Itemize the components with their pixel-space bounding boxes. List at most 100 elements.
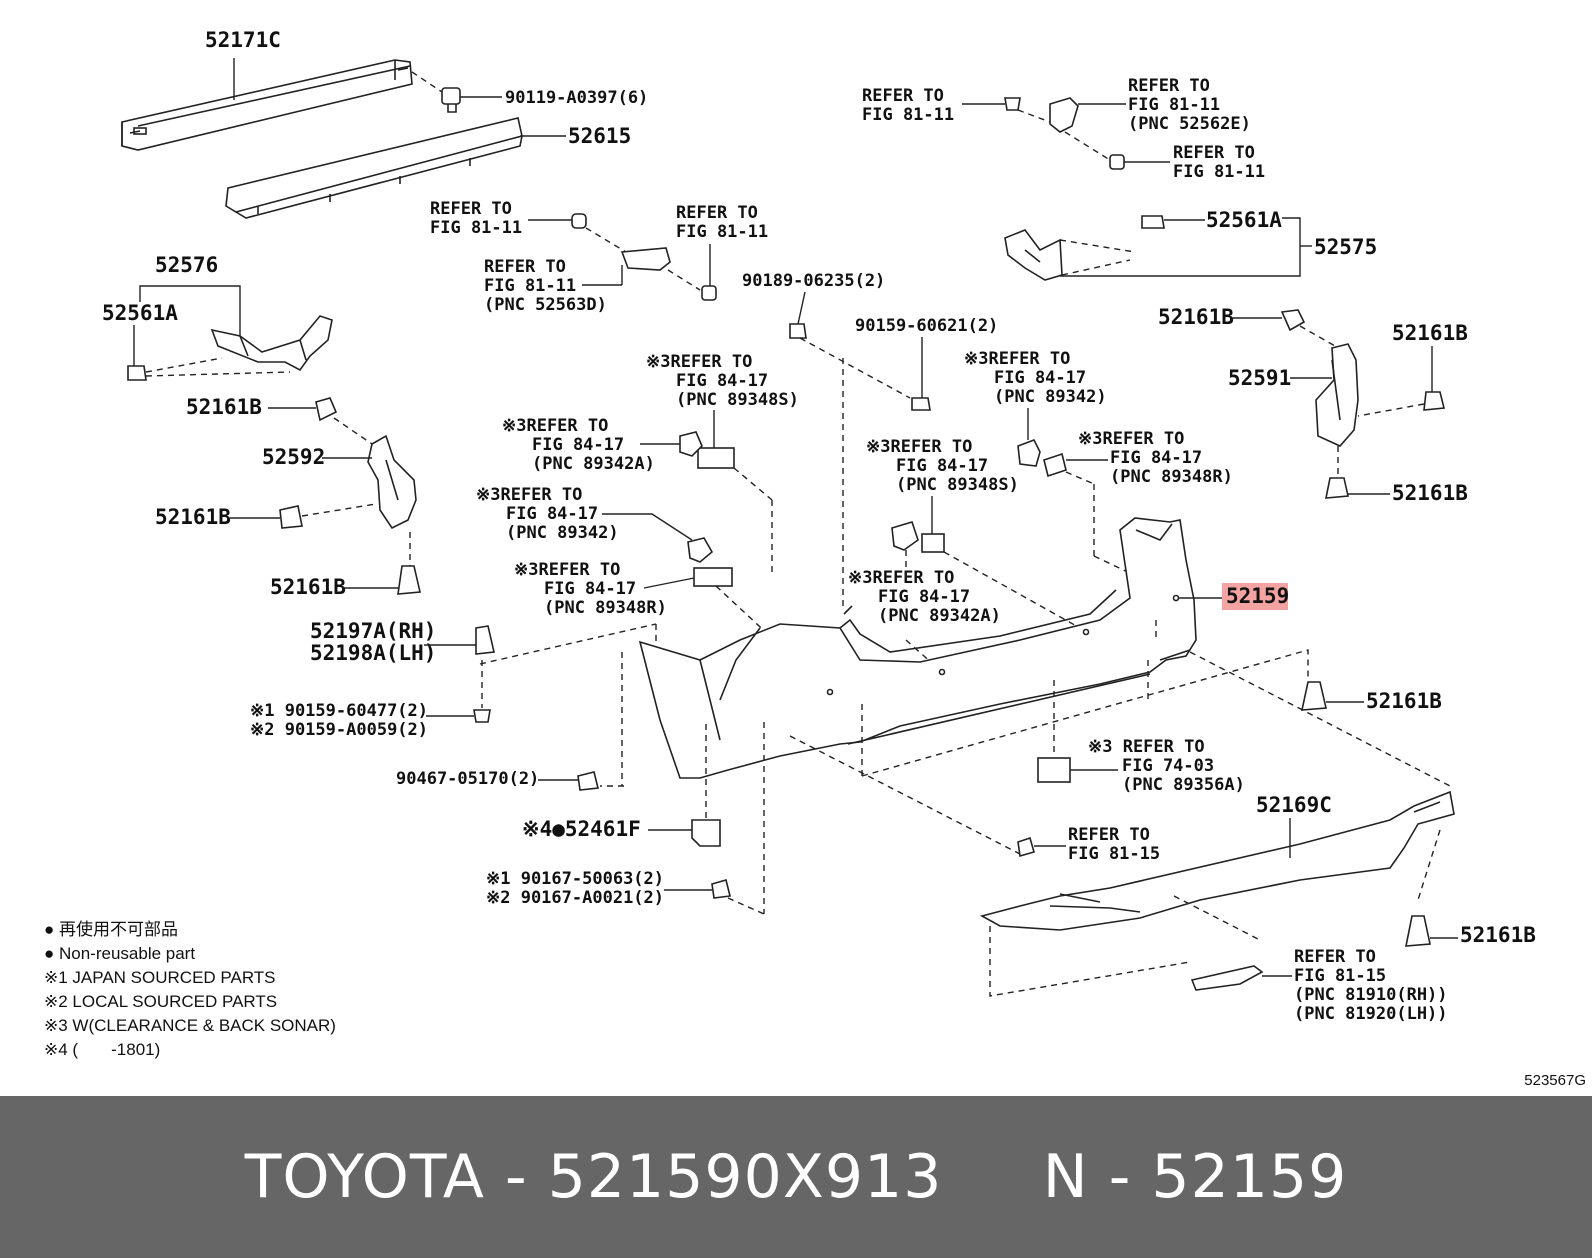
sonar-ref-2b: FIG 84-17 (994, 368, 1086, 388)
label-52161b-r4: 52161B (1366, 689, 1442, 713)
ref-label-4b: FIG 81-11 (430, 218, 522, 238)
ref-label-4a: REFER TO (430, 199, 512, 219)
sonar-retainer-89348r-b (643, 567, 829, 691)
label-52591: 52591 (1228, 366, 1291, 390)
clip-90189-06235 (789, 291, 911, 610)
sonar-ref-5a: ※3REFER TO (1078, 429, 1184, 449)
ref-label-8a: REFER TO (1294, 947, 1376, 967)
label-52198a-lh: 52198A(LH) (310, 641, 436, 665)
ref-label-8c: (PNC 81910(RH)) (1294, 985, 1448, 1005)
clip-52161b-l1 (268, 397, 373, 445)
bracket-52575 (1004, 215, 1312, 281)
label-52161b-r1: 52161B (1158, 305, 1234, 329)
sonar-ref-7c: (PNC 89348R) (544, 598, 667, 618)
ref-label-5b: FIG 81-11 (676, 222, 768, 242)
bracket-52591 (1290, 343, 1359, 476)
ref-label-6b: FIG 81-11 (484, 276, 576, 296)
cap-52461f (648, 819, 721, 847)
sonar-ref-6a: ※3REFER TO (476, 485, 582, 505)
bolt-90159-60621 (911, 337, 931, 411)
bracket-52576 (127, 315, 333, 381)
ref-label-8b: FIG 81-15 (1294, 966, 1386, 986)
label-52161b-l1: 52161B (186, 395, 262, 419)
ref-label-7a: REFER TO (1068, 825, 1150, 845)
sonar-ref-3a: ※3REFER TO (502, 416, 608, 436)
ref-label-2a: REFER TO (1128, 76, 1210, 96)
legend: ● 再使用不可部品 ● Non-reusable part ※1 JAPAN S… (44, 918, 336, 1062)
sonar-ref-4b: FIG 84-17 (896, 456, 988, 476)
ref-label-8d: (PNC 81920(LH)) (1294, 1004, 1448, 1024)
legend-line-3: ※1 JAPAN SOURCED PARTS (44, 968, 276, 987)
sonar-sensor-89342-a (1017, 408, 1041, 467)
legend-line-5: ※3 W(CLEARANCE & BACK SONAR) (44, 1016, 336, 1035)
screw-90159 (426, 709, 491, 723)
legend-line-1: ● 再使用不可部品 (44, 920, 178, 939)
clip-ref-81-11-b (528, 213, 627, 253)
label-s2-90159-a0059: ※2 90159-A0059(2) (250, 720, 428, 740)
footer-bar: TOYOTA - 521590X913 N - 52159 (0, 1096, 1592, 1258)
label-90159-60621: 90159-60621(2) (855, 316, 998, 336)
nut-ref-81-11 (1109, 154, 1170, 170)
ref-label-1a: REFER TO (862, 86, 944, 106)
label-90119-a0397: 90119-A0397(6) (505, 88, 648, 108)
ref-label-3b: FIG 81-11 (1173, 162, 1265, 182)
sonar-ref-1a: ※3REFER TO (646, 352, 752, 372)
nut-ref-81-15 (1017, 836, 1066, 858)
sonar-ref-2c: (PNC 89342) (994, 387, 1107, 407)
label-s4-52461f: ※4●52461F (522, 817, 641, 841)
clip-52161b-r2 (1357, 346, 1446, 417)
ref-label-6a: REFER TO (484, 257, 566, 277)
sonar-ref-8c: (PNC 89342A) (878, 606, 1001, 626)
bracket-52562e (1049, 97, 1126, 161)
nut-ref-81-11-b (701, 244, 717, 301)
legend-line-6: ※4 ( -1801) (44, 1040, 161, 1059)
plate-89356a (1037, 757, 1118, 783)
footer-part-number: TOYOTA - 521590X913 N - 52159 (244, 1142, 1348, 1212)
clip-52161b-r3 (1325, 477, 1390, 499)
label-s2-90167-a0021: ※2 90167-A0021(2) (486, 888, 664, 908)
sonar-ref-1b: FIG 84-17 (676, 371, 768, 391)
label-52159[interactable]: 52159 (1226, 584, 1289, 608)
reinforcement-52171c (121, 58, 413, 151)
sonar-sensor-89342a-b (891, 521, 943, 673)
highlight-box-52159 (1222, 583, 1288, 610)
sonar-sensor-89342a-a (640, 431, 703, 457)
sonar-retainer-89348s-a (697, 410, 773, 576)
ref-label-3a: REFER TO (1173, 143, 1255, 163)
clip-90467-05170 (538, 771, 599, 791)
legend-line-2: ● Non-reusable part (44, 944, 196, 963)
ref-label-2b: FIG 81-11 (1128, 95, 1220, 115)
sonar-retainer-89348s-b (921, 496, 1081, 629)
sonar-ref-4a: ※3REFER TO (866, 437, 972, 457)
clip-52161b-l2 (230, 503, 377, 529)
label-52561a-left: 52561A (102, 301, 178, 325)
bumper-cover-52159 (638, 517, 1222, 779)
sonar-ref-5b: FIG 84-17 (1110, 448, 1202, 468)
clip-90167 (664, 879, 765, 915)
retainer-52197a-52198a (424, 623, 657, 708)
label-s1-90159-60477: ※1 90159-60477(2) (250, 701, 428, 721)
label-52575: 52575 (1314, 235, 1377, 259)
sonar-ref-8a: ※3REFER TO (848, 568, 954, 588)
label-s1-90167-50063: ※1 90167-50063(2) (486, 869, 664, 889)
clip-52161b-r5 (1405, 915, 1458, 947)
sonar-ref-7b: FIG 84-17 (544, 579, 636, 599)
legend-line-4: ※2 LOCAL SOURCED PARTS (44, 992, 278, 1011)
sonar-ref-9c: (PNC 89356A) (1122, 775, 1245, 795)
energy-absorber-52615 (225, 117, 566, 219)
sonar-ref-3b: FIG 84-17 (532, 435, 624, 455)
label-90189-06235: 90189-06235(2) (742, 271, 885, 291)
sonar-ref-1c: (PNC 89348S) (676, 390, 799, 410)
ref-label-5a: REFER TO (676, 203, 758, 223)
label-52197a-rh: 52197A(RH) (310, 619, 436, 643)
sonar-ref-9b: FIG 74-03 (1122, 756, 1214, 776)
label-52615: 52615 (568, 124, 631, 148)
sonar-ref-6b: FIG 84-17 (506, 504, 598, 524)
label-52161b-r2: 52161B (1392, 321, 1468, 345)
label-52161b-r5: 52161B (1460, 923, 1536, 947)
sonar-ref-2a: ※3REFER TO (964, 349, 1070, 369)
sonar-sensor-89342-b (602, 513, 714, 563)
sonar-ref-3c: (PNC 89342A) (532, 454, 655, 474)
sonar-ref-5c: (PNC 89348R) (1110, 467, 1233, 487)
